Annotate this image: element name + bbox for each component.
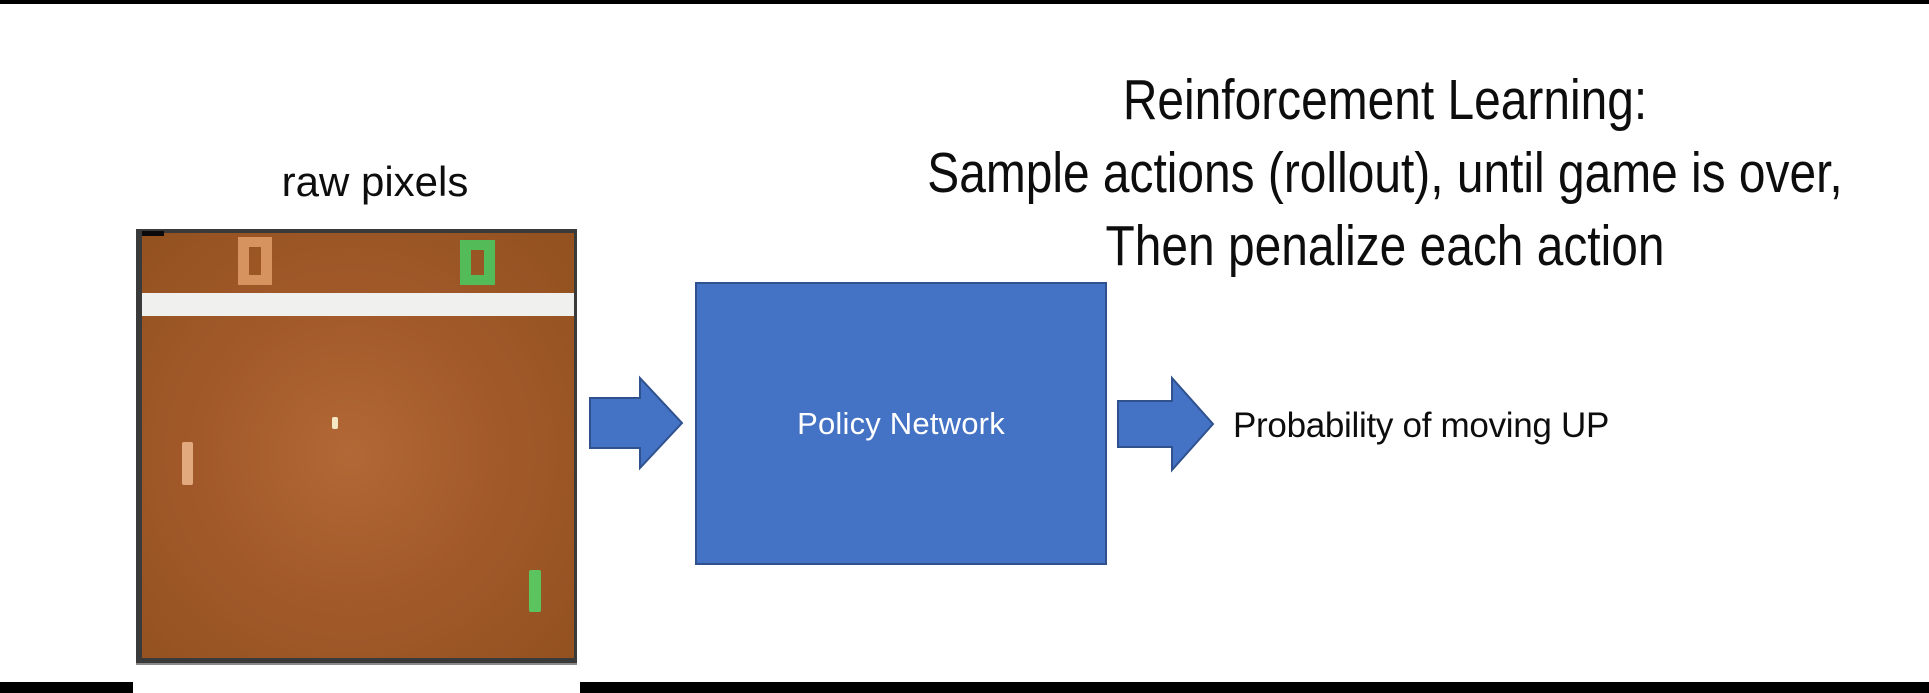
pong-screenshot [136, 229, 577, 665]
policy-network-label: Policy Network [797, 405, 1005, 441]
title-line-1: Reinforcement Learning: [1122, 68, 1648, 132]
pong-left-paddle [182, 442, 193, 485]
pong-frame-bottom-highlight [136, 663, 577, 665]
slide-title: Reinforcement Learning: Sample actions (… [923, 64, 1847, 283]
pong-right-paddle [529, 570, 541, 612]
pong-border-dash [142, 231, 164, 236]
raw-pixels-label: raw pixels [281, 158, 469, 205]
pong-left-score-zero [238, 237, 272, 285]
pong-right-score-zero [460, 240, 495, 285]
probability-output-label: Probability of moving UP [1233, 406, 1610, 445]
title-line-2: Sample actions (rollout), until game is … [927, 141, 1843, 205]
input-arrow-icon [589, 375, 684, 471]
pong-image-margin [133, 665, 580, 693]
pong-ball [332, 417, 338, 429]
bottom-border-bar [0, 682, 1929, 693]
pong-field [142, 233, 574, 658]
title-line-3: Then penalize each action [1105, 214, 1665, 278]
top-border-line [0, 0, 1929, 4]
policy-network-box: Policy Network [695, 282, 1107, 565]
pong-center-line [142, 293, 574, 316]
output-arrow-icon [1117, 375, 1215, 473]
